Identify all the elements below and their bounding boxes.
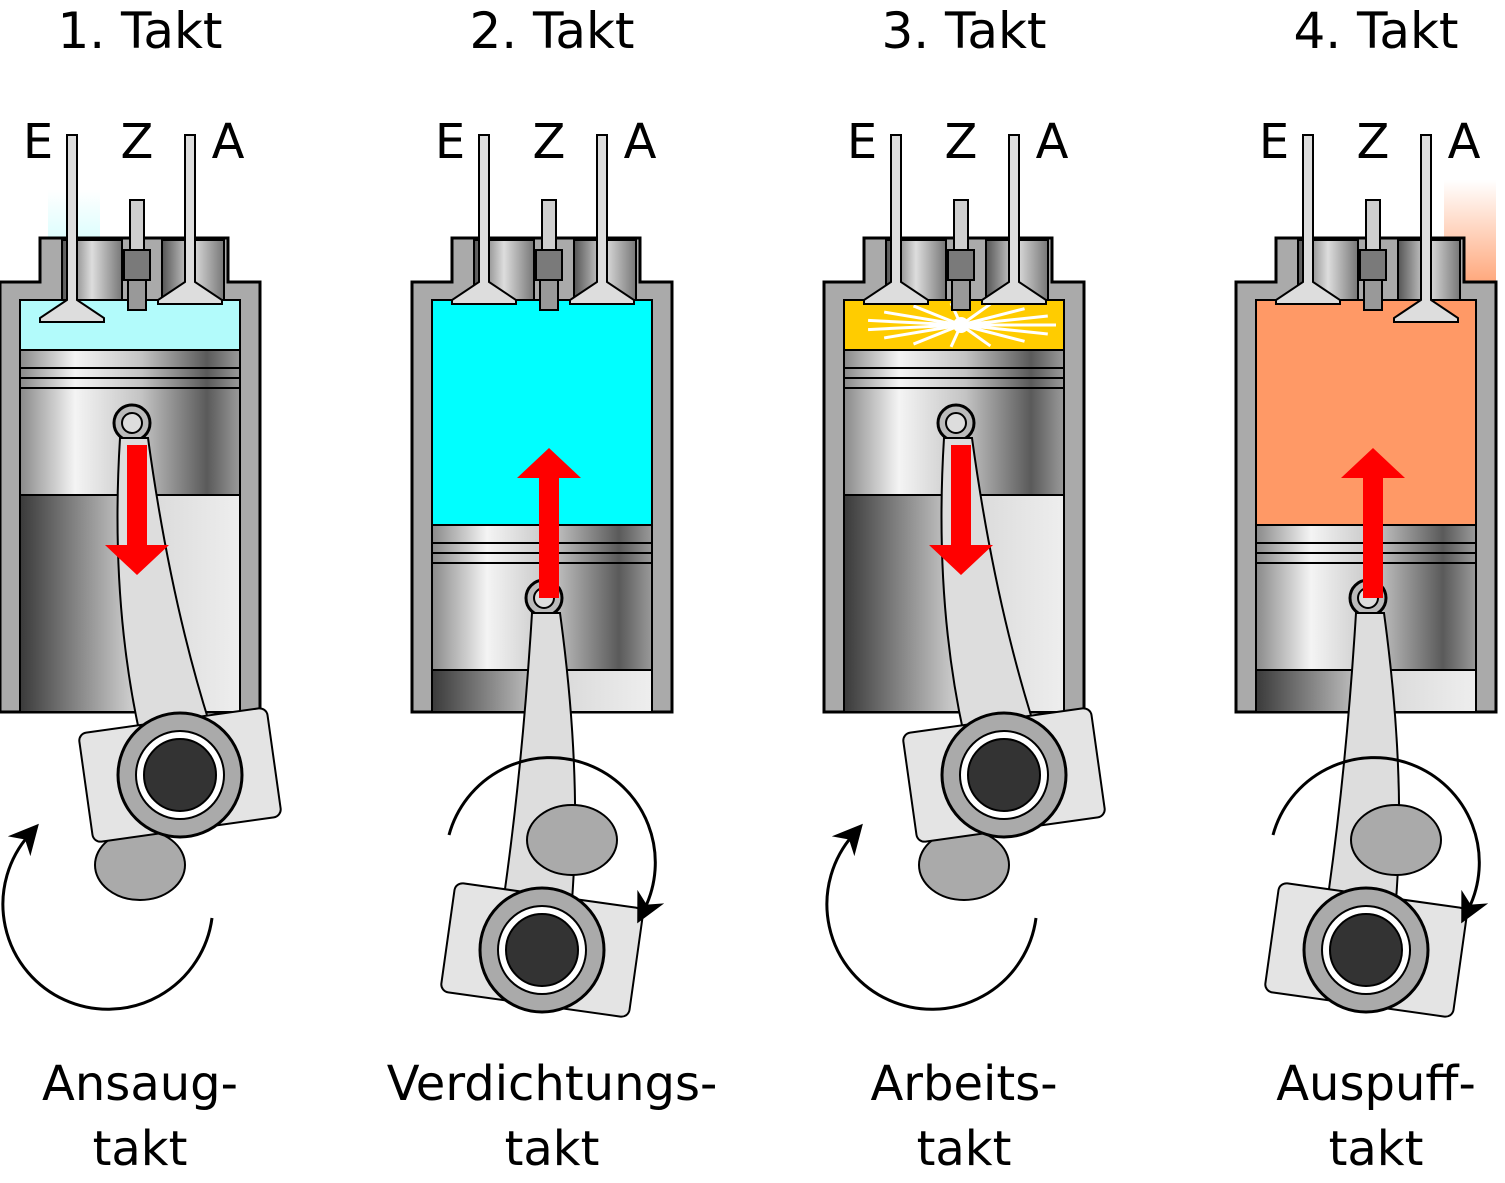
crank-web [526, 804, 618, 876]
intake-label: E [23, 114, 53, 170]
ignition-spark [868, 302, 1056, 348]
stroke-name-line1: Auspuff- [1276, 1056, 1476, 1112]
spark-plug-thread [539, 279, 559, 311]
exhaust-label: A [1448, 114, 1481, 170]
exhaust-label: A [624, 114, 657, 170]
piston-pin-inner [121, 412, 143, 434]
intake-label: E [1259, 114, 1289, 170]
stroke-name-line1: Arbeits- [870, 1056, 1057, 1112]
spark-plug-nut [947, 249, 975, 281]
intake-label: E [847, 114, 877, 170]
rotation-arrow [1, 823, 214, 1011]
crank-pin [1329, 913, 1403, 987]
rotation-arrow [447, 756, 665, 924]
piston-pin-inner [945, 412, 967, 434]
spark-plug-thread [127, 279, 147, 311]
spark-plug-insulator [1365, 199, 1381, 251]
stroke-title: 1. Takt [57, 2, 222, 60]
intake-valve [39, 134, 105, 323]
spark-ray [912, 304, 962, 327]
spark-ray [912, 323, 962, 346]
exhaust-label: A [1036, 114, 1069, 170]
spark-plug-thread [1363, 279, 1383, 311]
movement-arrow [517, 448, 581, 598]
stroke-name-line2: takt [505, 1121, 600, 1177]
intake-label: E [435, 114, 465, 170]
stroke-title: 2. Takt [469, 2, 634, 60]
stroke-name-line1: Verdichtungs- [387, 1056, 718, 1112]
crank-pin [143, 738, 217, 812]
spark-label: Z [121, 114, 154, 170]
spark-ray [883, 323, 962, 340]
exhaust-label: A [212, 114, 245, 170]
spark-plug [947, 199, 975, 311]
spark-ray [960, 314, 1048, 327]
spark-plug-nut [123, 249, 151, 281]
spark-label: Z [1357, 114, 1390, 170]
stroke-name-line2: takt [1329, 1121, 1424, 1177]
spark-plug [123, 199, 151, 311]
spark-ray [960, 323, 1048, 336]
crank-pin [967, 738, 1041, 812]
rotation-arrow [825, 823, 1038, 1011]
stroke-name-line2: takt [917, 1121, 1012, 1177]
intake-valve [863, 134, 929, 305]
spark-ray [883, 310, 962, 327]
spark-plug [1359, 199, 1387, 311]
spark-plug-insulator [129, 199, 145, 251]
spark-plug-insulator [953, 199, 969, 251]
stroke-name-line2: takt [93, 1121, 188, 1177]
spark-plug-thread [951, 279, 971, 311]
connecting-rod [1264, 612, 1468, 1018]
exhaust-valve [981, 134, 1047, 305]
spark-plug-nut [535, 249, 563, 281]
spark-plug [535, 199, 563, 311]
exhaust-valve [157, 134, 223, 305]
spark-ray [960, 307, 1025, 327]
spark-plug-insulator [541, 199, 557, 251]
stroke-name-line1: Ansaug- [42, 1056, 238, 1112]
spark-label: Z [945, 114, 978, 170]
movement-arrow [105, 445, 169, 575]
connecting-rod [440, 612, 644, 1018]
spark-plug-nut [1359, 249, 1387, 281]
intake-valve [451, 134, 517, 305]
exhaust-valve [1393, 134, 1459, 323]
spark-ray [868, 318, 962, 327]
spark-ray [868, 323, 962, 332]
intake-valve [1275, 134, 1341, 305]
rotation-arrow [1271, 756, 1489, 924]
spark-ray [960, 323, 1025, 343]
crank-pin [505, 913, 579, 987]
crank-web [1350, 804, 1442, 876]
exhaust-valve [569, 134, 635, 305]
movement-arrow [929, 445, 993, 575]
stroke-title: 3. Takt [881, 2, 1046, 60]
spark-label: Z [533, 114, 566, 170]
movement-arrow [1341, 448, 1405, 598]
stroke-title: 4. Takt [1293, 2, 1458, 60]
spark-core [953, 317, 969, 333]
